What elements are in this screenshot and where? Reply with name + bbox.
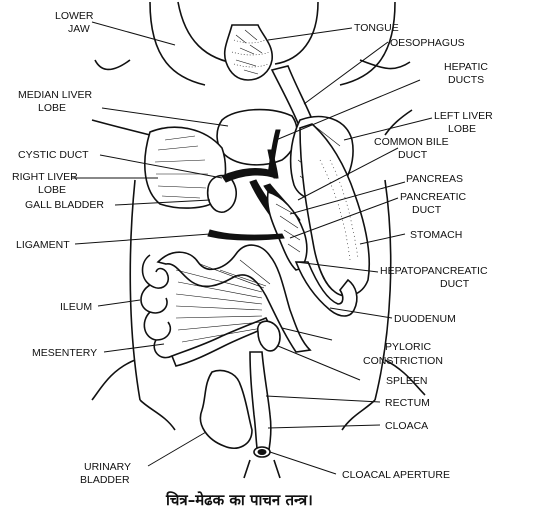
label-spleen: SPLEEN: [386, 375, 427, 387]
label-pancreas: PANCREAS: [406, 173, 463, 185]
tongue-shape: [223, 24, 273, 81]
label-hepatopancreatic-duct-2: DUCT: [440, 278, 470, 290]
label-duodenum: DUODENUM: [394, 313, 456, 325]
label-urinary-bladder-2: BLADDER: [80, 474, 130, 486]
label-hepatic-ducts-2: DUCTS: [448, 74, 484, 86]
label-hepatopancreatic-duct-1: HEPATOPANCREATIC: [380, 265, 488, 277]
pancreas-shape: [266, 190, 308, 271]
label-urinary-bladder-1: URINARY: [84, 461, 131, 473]
label-left-liver-lobe-2: LOBE: [448, 123, 476, 135]
leader-lines: [72, 21, 433, 475]
label-left-liver-lobe-1: LEFT LIVER: [434, 110, 493, 122]
label-right-liver-lobe-1: RIGHT LIVER: [12, 171, 78, 183]
label-oesophagus: OESOPHAGUS: [390, 37, 465, 49]
label-pyloric-constriction-2: CONSTRICTION: [363, 355, 443, 367]
label-lower-jaw-2: JAW: [68, 23, 90, 35]
label-tongue: TONGUE: [354, 22, 399, 34]
label-gall-bladder: GALL BLADDER: [25, 199, 104, 211]
label-median-liver-lobe-1: MEDIAN LIVER: [18, 89, 93, 101]
cloaca-shape: [243, 446, 281, 479]
label-common-bile-duct-2: DUCT: [398, 149, 428, 161]
label-rectum: RECTUM: [385, 397, 430, 409]
duodenum-shape: [294, 261, 358, 317]
label-common-bile-duct-1: COMMON BILE: [374, 136, 449, 148]
label-mesentery: MESENTERY: [32, 347, 97, 359]
body-outline: [91, 1, 426, 431]
spleen-shape: [256, 320, 281, 352]
label-stomach: STOMACH: [410, 229, 462, 241]
label-cloacal-aperture: CLOACAL APERTURE: [342, 469, 450, 481]
label-pancreatic-duct-1: PANCREATIC: [400, 191, 467, 203]
ligament-shape: [207, 229, 285, 241]
label-cystic-duct: CYSTIC DUCT: [18, 149, 89, 161]
label-median-liver-lobe-2: LOBE: [38, 102, 66, 114]
label-pyloric-constriction-1: PYLORIC: [385, 341, 432, 353]
label-pancreatic-duct-2: DUCT: [412, 204, 442, 216]
label-lower-jaw-1: LOWER: [55, 10, 94, 22]
rectum-shape: [249, 351, 272, 456]
label-ligament: LIGAMENT: [16, 239, 70, 251]
label-cloaca: CLOACA: [385, 420, 428, 432]
ileum-shape: [140, 244, 312, 367]
figure-caption: चित्र–मेढक का पाचन तन्त्र।: [165, 491, 313, 509]
label-right-liver-lobe-2: LOBE: [38, 184, 66, 196]
urinary-bladder-shape: [199, 369, 253, 449]
label-hepatic-ducts-1: HEPATIC: [444, 61, 488, 73]
label-ileum: ILEUM: [60, 301, 92, 313]
mesentery-shape: [175, 259, 271, 343]
labels: LOWER JAW TONGUE OESOPHAGUS HEPATIC DUCT…: [12, 10, 493, 486]
